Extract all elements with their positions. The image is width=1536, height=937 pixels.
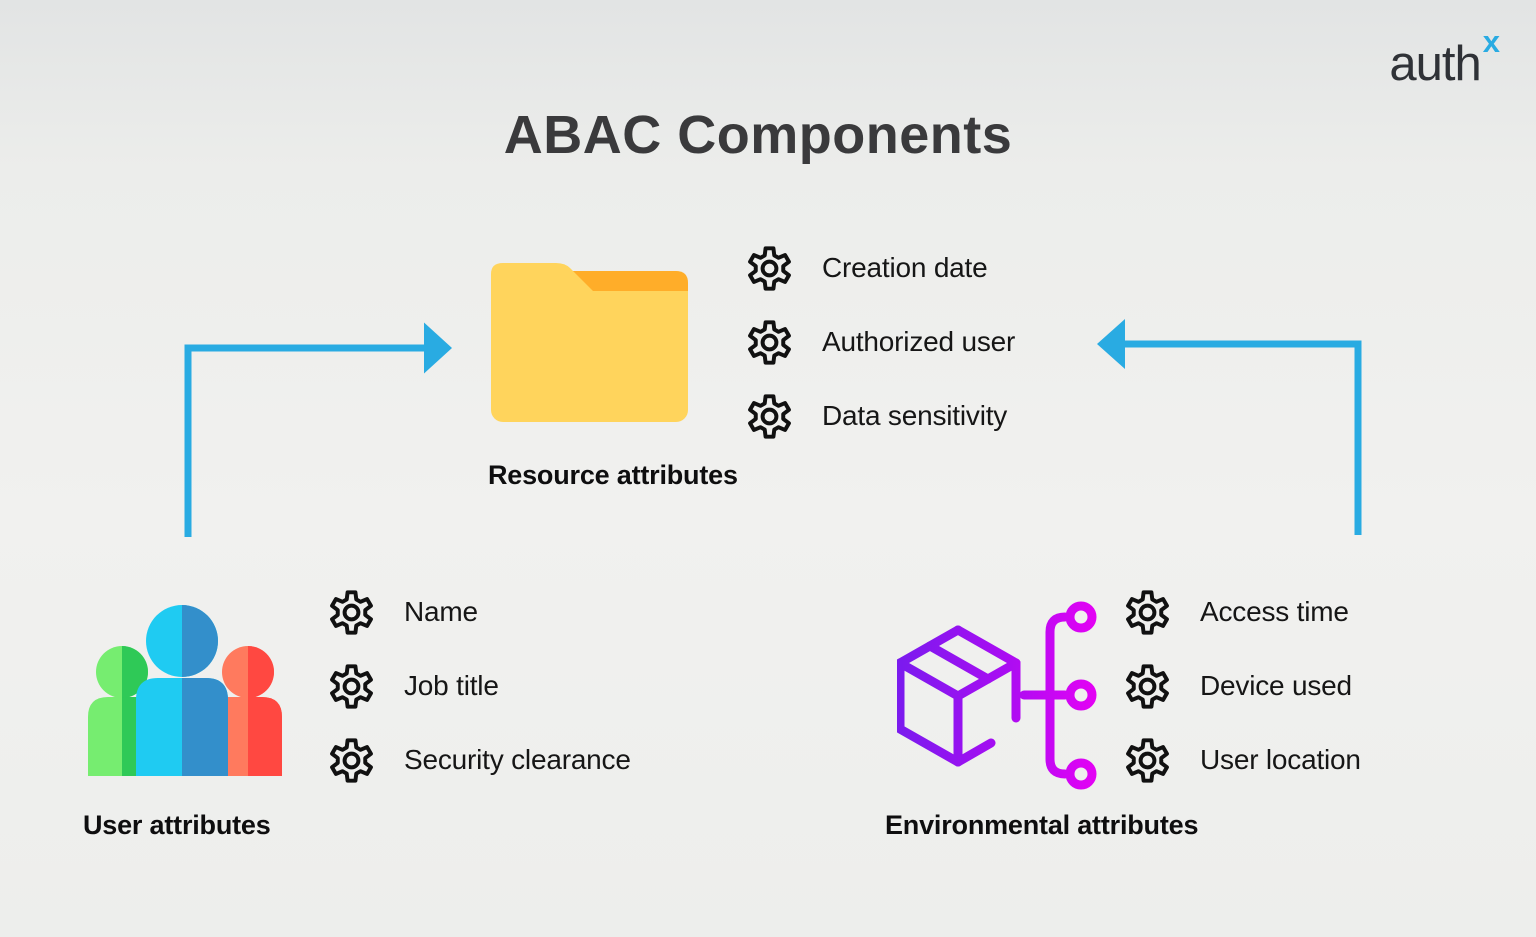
- arrow-user-to-resource: [184, 322, 452, 537]
- list-item: Device used: [1124, 662, 1361, 710]
- list-item: User location: [1124, 736, 1361, 784]
- folder-icon: [491, 263, 688, 422]
- list-item: Authorized user: [746, 318, 1015, 366]
- attribute-label: Data sensitivity: [822, 400, 1008, 431]
- list-item: Data sensitivity: [746, 392, 1015, 440]
- gear-icon: [1124, 663, 1171, 710]
- arrow-environmental-to-resource: [1097, 319, 1362, 535]
- attribute-label: User location: [1200, 744, 1361, 775]
- authx-logo: auth x: [1389, 26, 1500, 89]
- page-title: ABAC Components: [503, 105, 1013, 165]
- attribute-label: Creation date: [822, 252, 988, 283]
- attribute-label: Job title: [404, 670, 499, 701]
- gear-icon: [328, 589, 375, 636]
- gear-icon: [1124, 589, 1171, 636]
- list-item: Security clearance: [328, 736, 631, 784]
- resource-attributes-label: Resource attributes: [488, 460, 738, 490]
- gear-icon: [746, 245, 793, 292]
- box-network-icon: [897, 601, 1097, 790]
- environmental-attributes-list: Access time Device used User location: [1124, 588, 1361, 784]
- attribute-label: Security clearance: [404, 744, 631, 775]
- list-item: Job title: [328, 662, 631, 710]
- gear-icon: [328, 737, 375, 784]
- authx-logo-x: x: [1482, 24, 1500, 59]
- authx-logo-word: auth: [1389, 37, 1481, 91]
- attribute-label: Name: [404, 596, 478, 627]
- attribute-label: Access time: [1200, 596, 1349, 627]
- gear-icon: [1124, 737, 1171, 784]
- list-item: Name: [328, 588, 631, 636]
- environmental-attributes-label: Environmental attributes: [885, 810, 1199, 840]
- user-attributes-label: User attributes: [83, 810, 271, 840]
- gear-icon: [328, 663, 375, 710]
- list-item: Access time: [1124, 588, 1361, 636]
- gear-icon: [746, 393, 793, 440]
- attribute-label: Authorized user: [822, 326, 1016, 357]
- attribute-label: Device used: [1200, 670, 1352, 701]
- gear-icon: [746, 319, 793, 366]
- resource-attributes-list: Creation date Authorized user Data sensi…: [746, 244, 1015, 440]
- list-item: Creation date: [746, 244, 1015, 292]
- people-icon: [88, 605, 282, 776]
- user-attributes-list: Name Job title Security clearance: [328, 588, 631, 784]
